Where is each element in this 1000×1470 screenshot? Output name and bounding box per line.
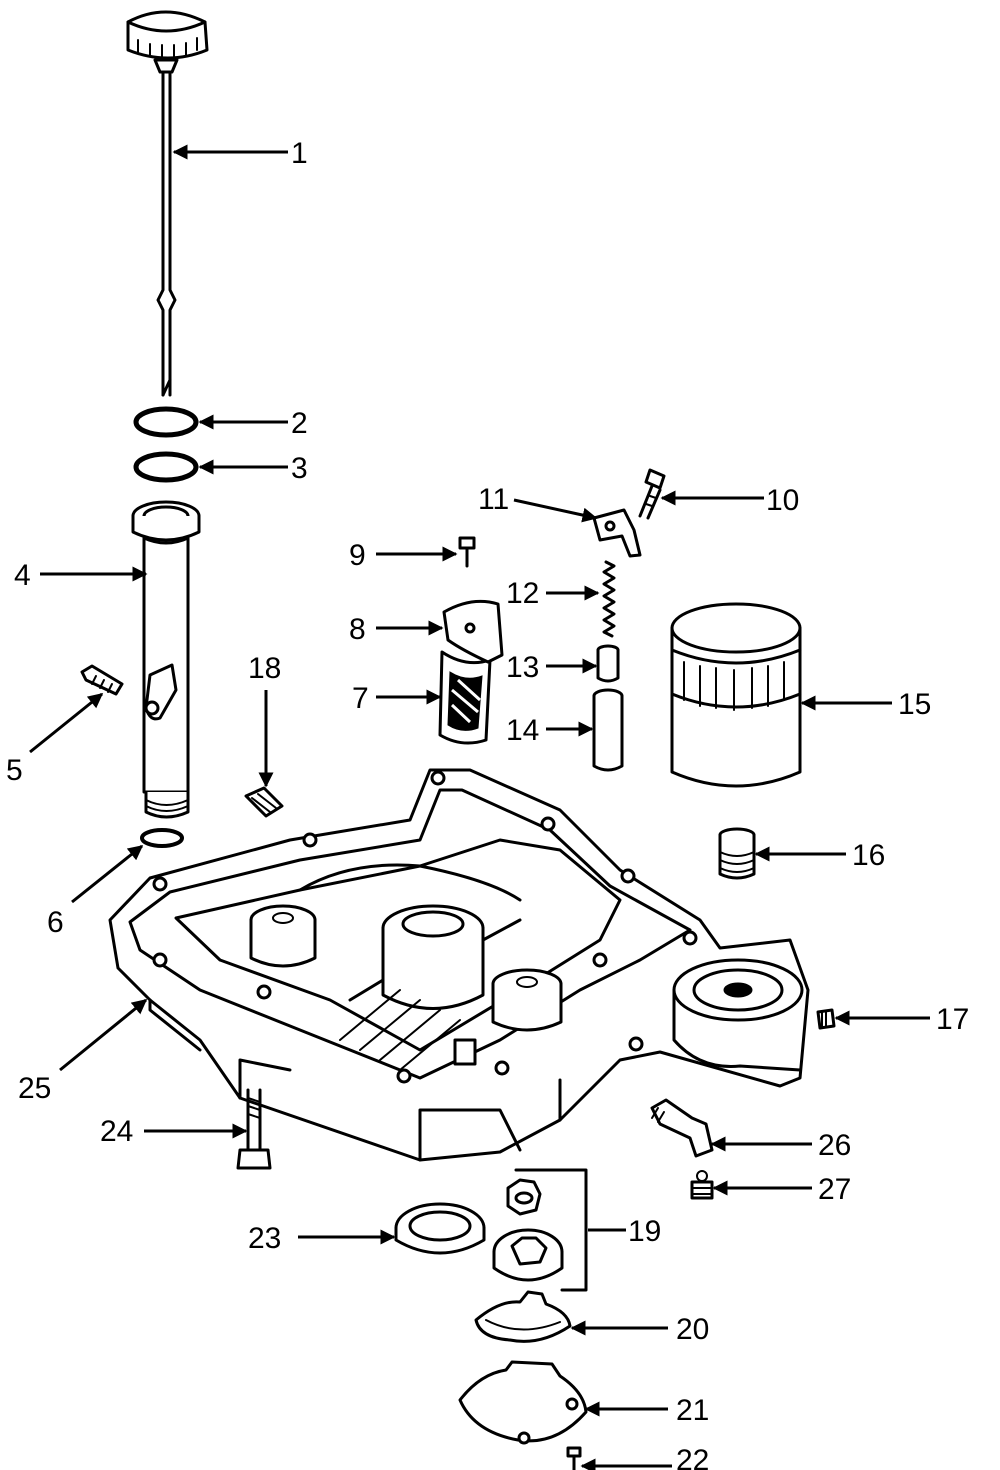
callout-25: 25 <box>18 1072 51 1105</box>
callout-26: 26 <box>818 1129 851 1162</box>
callout-18: 18 <box>248 652 281 685</box>
screen-filter <box>438 650 492 745</box>
callout-27: 27 <box>818 1173 851 1206</box>
callout-labels: 1 2 3 4 5 6 7 8 9 10 11 12 13 14 15 16 1… <box>6 137 969 1470</box>
callout-14: 14 <box>506 714 539 747</box>
relief-sleeve <box>592 688 624 772</box>
filter-fitting <box>718 827 756 880</box>
oil-seal <box>394 1202 486 1255</box>
small-fitting <box>690 1170 714 1200</box>
leader-lines <box>29 144 930 1470</box>
long-bolt <box>236 1088 272 1170</box>
dipstick-tube <box>131 500 201 819</box>
callout-2: 2 <box>291 407 308 440</box>
small-o-ring <box>140 828 184 848</box>
callout-20: 20 <box>676 1313 709 1346</box>
elbow-fitting <box>650 1098 714 1158</box>
callout-9: 9 <box>349 539 366 572</box>
oil-pump-rotors <box>492 1168 588 1292</box>
callout-3: 3 <box>291 452 308 485</box>
callout-13: 13 <box>506 651 539 684</box>
oil-filter <box>670 602 802 788</box>
small-screw <box>458 536 476 568</box>
callout-21: 21 <box>676 1394 709 1427</box>
bracket <box>592 508 642 558</box>
cover-screw <box>566 1446 582 1470</box>
callout-11: 11 <box>478 483 509 516</box>
callout-19: 19 <box>628 1215 661 1248</box>
oil-plug <box>244 786 284 818</box>
callout-12: 12 <box>506 577 539 610</box>
callout-1: 1 <box>291 137 308 170</box>
callout-24: 24 <box>100 1115 133 1148</box>
relief-piston <box>596 644 620 683</box>
oil-pan-base <box>108 768 810 1162</box>
o-ring-upper <box>133 406 199 438</box>
callout-17: 17 <box>936 1003 969 1036</box>
relief-plate <box>442 599 504 664</box>
screw <box>80 664 124 696</box>
callout-7: 7 <box>352 682 369 715</box>
callout-5: 5 <box>6 754 23 787</box>
callout-15: 15 <box>898 688 931 721</box>
pump-cover <box>458 1360 588 1445</box>
callout-4: 4 <box>14 559 31 592</box>
bracket-bolt <box>638 468 666 520</box>
callout-6: 6 <box>47 906 64 939</box>
callout-23: 23 <box>248 1222 281 1255</box>
pipe-plug <box>816 1008 836 1030</box>
callout-8: 8 <box>349 613 366 646</box>
dipstick <box>126 10 209 397</box>
o-ring-lower <box>133 451 199 483</box>
pump-gasket <box>474 1290 572 1343</box>
relief-spring <box>602 560 616 638</box>
callout-10: 10 <box>766 484 799 517</box>
callout-22: 22 <box>676 1444 709 1470</box>
callout-16: 16 <box>852 839 885 872</box>
